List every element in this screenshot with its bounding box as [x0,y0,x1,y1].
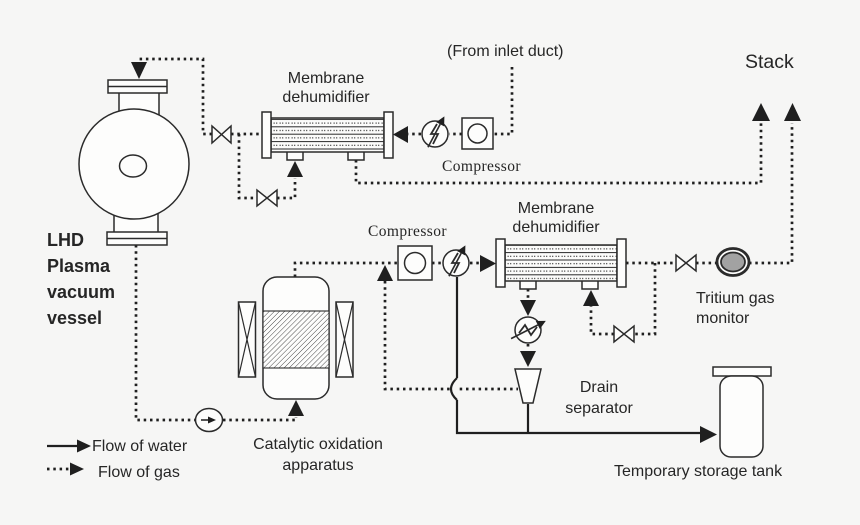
heat-exchanger2-symbol [442,245,470,277]
heater-coil-right [335,301,354,378]
tritium-monitor-label-line2: monitor [696,310,750,327]
drain-separator-label-line2: separator [565,400,633,417]
arrow-into-vessel [131,62,147,79]
inlet-duct-label: (From inlet duct) [447,43,564,60]
membrane-dehumidifier2-symbol [495,238,627,290]
pipe-return-to-vessel [137,57,212,136]
legend-water-label: Flow of water [92,438,188,455]
storage-tank-symbol [712,366,772,458]
arrow-into-d2-nozzle [583,290,599,306]
compressor2-label: Compressor [368,223,447,240]
pipe-pump-to-catalytic [223,417,298,422]
pipe-water-to-tank [455,400,700,435]
vessel-label-line1: LHD [47,230,84,250]
pipe-dehumidifier1-to-stack [354,123,763,185]
arrow-stack-right [784,103,801,121]
catalytic-label: Catalytic oxidation apparatus [236,434,400,476]
pipe-monitor-to-stack [749,123,794,265]
legend-water-arrow [77,439,91,453]
tritium-monitor-label: Tritium gas monitor [696,289,775,329]
equipment [78,79,772,458]
arrow-stack-left [752,103,770,121]
valve1-symbol [211,124,232,145]
drain-separator-symbol [514,368,542,404]
pipe-valve4-to-nozzle [589,306,614,336]
arrow-into-separator [520,351,536,367]
vessel-label-line4: vessel [47,308,103,328]
tritium-monitor-label-line1: Tritium gas [696,290,775,307]
pipe-purge-branch-2 [635,263,657,336]
compressor1-symbol [461,117,494,150]
vessel-label: LHD Plasma vacuum vessel [47,227,115,331]
vessel-label-line3: vacuum [47,282,116,302]
arrow-recycle-up [377,265,393,281]
catalytic-label-line1: Catalytic oxidation [253,436,383,453]
catalytic-label-line2: apparatus [282,457,354,474]
pipe-catalytic-to-compressor2 [293,261,398,277]
arrow-into-d1-nozzle [287,161,303,177]
stack-label: Stack [745,51,794,73]
heat-exchanger1-symbol [421,116,449,148]
gas-pipes [134,57,794,422]
heat-exchanger3-symbol [510,316,546,344]
vessel-label-line2: Plasma [47,256,111,276]
water-pipes [449,277,700,435]
membrane-dehumidifier1-symbol [261,111,394,161]
pipe-line-hop [449,377,458,401]
valve3-symbol [675,253,697,273]
drain-separator-label-line1: Drain [579,379,619,396]
compressor1-label: Compressor [442,158,521,175]
valve4-symbol [613,324,635,344]
pipe-valve2-to-nozzle [277,178,297,200]
arrow-into-catalytic [288,400,304,416]
arrow-into-tank [700,426,717,443]
legend-gas-label: Flow of gas [98,464,180,481]
pump-symbol [194,407,224,433]
dehumidifier1-label-line2: dehumidifier [282,89,370,106]
dehumidifier2-label: Membrane dehumidifier [486,199,626,237]
pipe-inlet-duct [494,67,514,136]
pipe-vessel-to-pump [134,245,195,422]
valve2-symbol [256,188,278,208]
arrow-into-d2-inlet [480,255,496,272]
tritium-gas-monitor-symbol [715,247,751,277]
compressor2-symbol [397,245,433,281]
dehumidifier1-label-line1: Membrane [287,70,365,87]
legend-gas-arrow [70,462,84,476]
catalytic-oxidation-symbol [237,276,354,400]
arrow-into-d1-inlet [393,126,408,143]
pipe-drain-recycle [383,281,518,391]
heater-coil-left [237,301,257,378]
dehumidifier2-label-line1: Membrane [517,200,595,217]
arrow-into-hx3 [520,300,536,316]
drain-separator-label: Drain separator [538,377,660,419]
lhd-vessel-symbol [78,79,190,246]
dehumidifier1-label: Membrane dehumidifier [253,69,399,107]
flow-arrowheads [131,62,801,443]
dehumidifier2-label-line2: dehumidifier [512,219,600,236]
storage-tank-label: Temporary storage tank [614,463,783,480]
pipe-purge-branch-1 [237,134,257,200]
legend-symbols [47,439,91,476]
